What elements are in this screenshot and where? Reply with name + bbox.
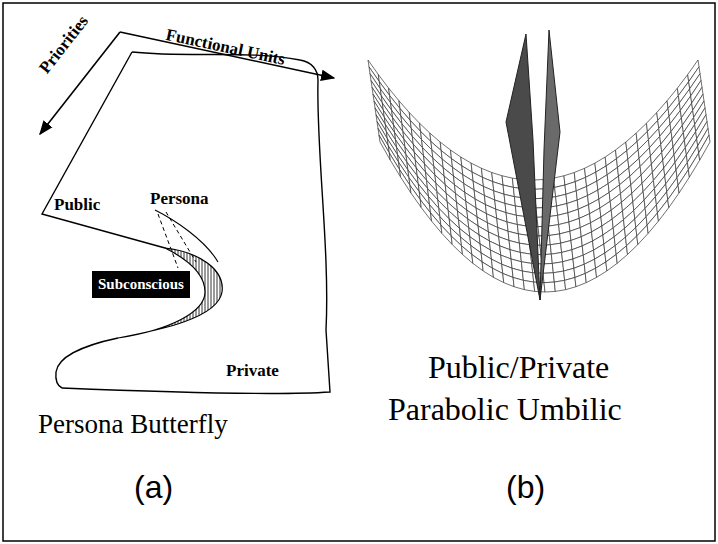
fold-curve <box>56 338 118 388</box>
frame <box>3 3 715 541</box>
mesh-cell <box>492 268 503 282</box>
panel-caption: Public/Private <box>428 350 609 385</box>
mesh-cell <box>544 282 555 292</box>
mesh-cell <box>647 213 658 233</box>
mesh-cell <box>400 170 411 193</box>
subconscious-box: Subconscious <box>92 271 190 298</box>
mesh-cell <box>554 280 565 291</box>
persona-curve <box>155 210 218 262</box>
mesh-cell <box>513 277 524 289</box>
left-horn <box>506 34 540 300</box>
umbilic-mesh <box>368 60 710 292</box>
mesh-cell <box>627 236 638 255</box>
mesh-cell <box>523 280 534 291</box>
mesh-cell <box>389 153 400 177</box>
region-label: Private <box>226 362 279 381</box>
mesh-cell <box>379 135 390 160</box>
mesh-cell <box>678 170 689 193</box>
mesh-cell <box>688 153 699 177</box>
node-text: Subconscious <box>98 276 184 293</box>
right-horn <box>540 30 560 300</box>
mesh-cell <box>585 268 596 282</box>
region-label: Public <box>54 196 100 215</box>
mesh-cell <box>565 277 576 289</box>
axis-label: Priorities <box>36 12 93 77</box>
axis-label: Functional Units <box>164 26 287 70</box>
mesh-cell <box>482 262 493 277</box>
mesh-cell <box>543 273 554 283</box>
mesh-cell <box>441 225 452 244</box>
mesh-cell <box>575 273 586 286</box>
mesh-cell <box>606 254 617 270</box>
mesh-cell <box>420 200 431 221</box>
panel-letter: (b) <box>506 470 545 505</box>
mesh-cell <box>699 135 710 160</box>
panel-letter: (a) <box>134 470 173 505</box>
mesh-cell <box>451 236 462 255</box>
sheet-edge <box>42 52 165 248</box>
mesh-cell <box>637 225 648 244</box>
region-label: Persona <box>150 190 209 209</box>
mesh-cell <box>431 213 442 233</box>
projection-lines <box>158 212 196 268</box>
mesh-cell <box>668 185 679 207</box>
mesh-cell <box>596 262 607 277</box>
mesh-cell <box>616 246 627 263</box>
mesh-cell <box>657 200 668 221</box>
panel-caption: Parabolic Umbilic <box>388 392 622 427</box>
mesh-cell <box>503 273 514 286</box>
mesh-cell <box>462 246 473 263</box>
panel-caption: Persona Butterfly <box>38 410 228 440</box>
mesh-cell <box>410 185 421 207</box>
mesh-cell <box>472 254 483 270</box>
